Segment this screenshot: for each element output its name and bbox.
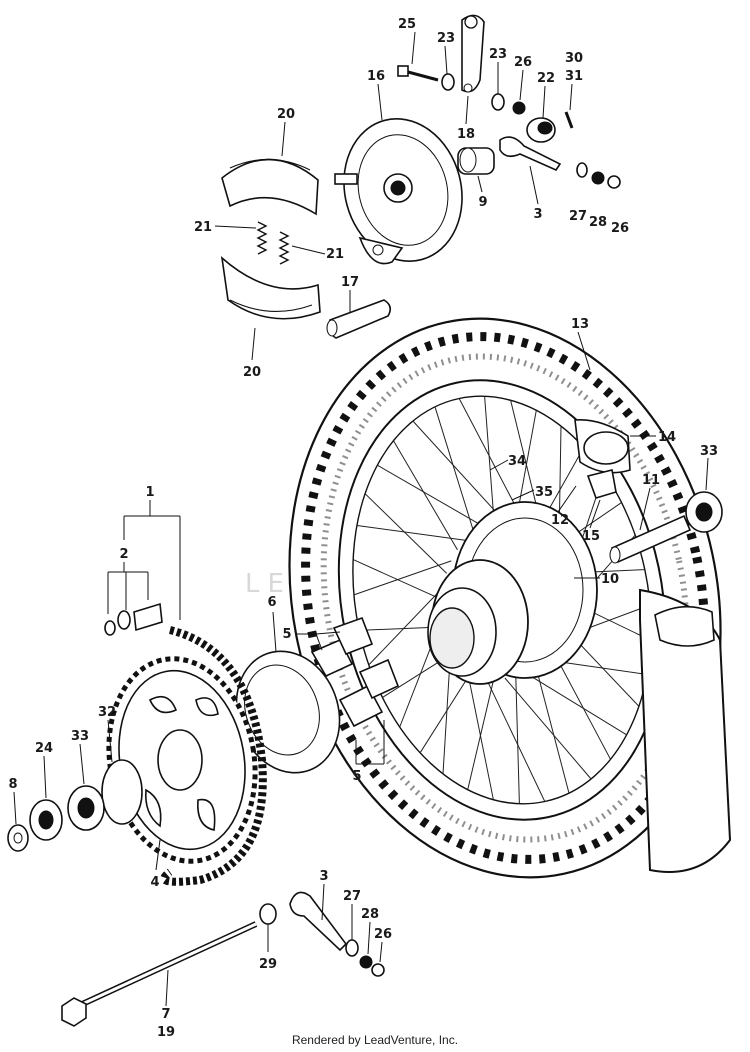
callout-33a: 33: [700, 444, 718, 459]
spoke: [434, 406, 475, 533]
callout-6: 6: [267, 595, 276, 610]
callout-34: 34: [508, 454, 526, 469]
spoke: [467, 676, 495, 790]
callout-23b: 23: [489, 47, 507, 62]
rear-wheel-assembly: [288, 317, 732, 879]
callout-14: 14: [658, 430, 676, 445]
callout-26a: 26: [514, 55, 532, 70]
spoke: [368, 586, 445, 666]
brake-arm-hardware: [397, 14, 621, 189]
spacer-and-bearing: [609, 491, 723, 564]
spoke: [353, 560, 452, 596]
callout-32: 32: [98, 705, 116, 720]
spoke: [412, 420, 506, 523]
callout-16: 16: [367, 69, 385, 84]
spoke: [356, 525, 466, 541]
brake-shoes: [220, 158, 321, 320]
footer-credit: Rendered by LeadVenture, Inc.: [291, 1033, 459, 1047]
callout-21a: 21: [194, 220, 212, 235]
callout-26c: 26: [374, 927, 392, 942]
callout-2: 2: [119, 547, 128, 562]
callout-29: 29: [259, 957, 277, 972]
callout-28b: 28: [361, 907, 379, 922]
callout-26b: 26: [611, 221, 629, 236]
spoke: [364, 493, 448, 574]
callout-10: 10: [601, 572, 619, 587]
circlip: [101, 759, 143, 825]
callout-9: 9: [478, 195, 487, 210]
drive-chain: [160, 626, 267, 886]
spoke: [525, 672, 627, 736]
callout-25: 25: [398, 17, 416, 32]
callout-8: 8: [8, 777, 17, 792]
callout-5a: 5: [282, 627, 291, 642]
callout-27a: 27: [569, 209, 587, 224]
axle-sleeve: [326, 299, 392, 339]
callout-3a: 3: [533, 207, 542, 222]
callout-31: 31: [565, 69, 583, 84]
chain-master-link: [104, 602, 163, 636]
callout-20b: 20: [243, 365, 261, 380]
spoke: [483, 673, 546, 802]
callout-11: 11: [642, 473, 660, 488]
callout-22: 22: [537, 71, 555, 86]
callout-15: 15: [582, 529, 600, 544]
spoke: [515, 676, 520, 804]
callout-20a: 20: [277, 107, 295, 122]
callout-19: 19: [157, 1025, 175, 1040]
callout-30: 30: [565, 51, 583, 66]
callout-21b: 21: [326, 247, 344, 262]
spoke: [393, 440, 458, 551]
sprocket-bearings: [7, 785, 105, 852]
callout-17: 17: [341, 275, 359, 290]
callout-13: 13: [571, 317, 589, 332]
lower-adjuster-hardware: [259, 891, 385, 977]
spoke: [552, 649, 611, 760]
callout-18: 18: [457, 127, 475, 142]
spoke: [484, 396, 495, 524]
hub: [427, 501, 598, 685]
callout-labels: 25 23 23 26 22 30 31 16 18 20 9 3 27 28 …: [8, 17, 718, 1040]
spoke: [352, 559, 444, 601]
spoke: [535, 667, 570, 794]
leader-lines: [13, 31, 709, 1007]
callout-24: 24: [35, 741, 53, 756]
callout-27b: 27: [343, 889, 361, 904]
callout-7: 7: [161, 1007, 170, 1022]
callout-5b: 5: [352, 769, 361, 784]
brake-panel: [334, 118, 463, 265]
spoke: [377, 464, 485, 528]
callout-33b: 33: [71, 729, 89, 744]
callout-12: 12: [551, 513, 569, 528]
callout-4: 4: [150, 875, 159, 890]
brake-springs: [256, 221, 290, 265]
spoke: [504, 677, 592, 780]
rear-axle: [61, 921, 258, 1027]
callout-23a: 23: [437, 31, 455, 46]
callout-3b: 3: [319, 869, 328, 884]
damper-rubbers: [310, 616, 400, 728]
callout-28a: 28: [589, 215, 607, 230]
callout-1: 1: [145, 485, 154, 500]
callout-35: 35: [535, 485, 553, 500]
